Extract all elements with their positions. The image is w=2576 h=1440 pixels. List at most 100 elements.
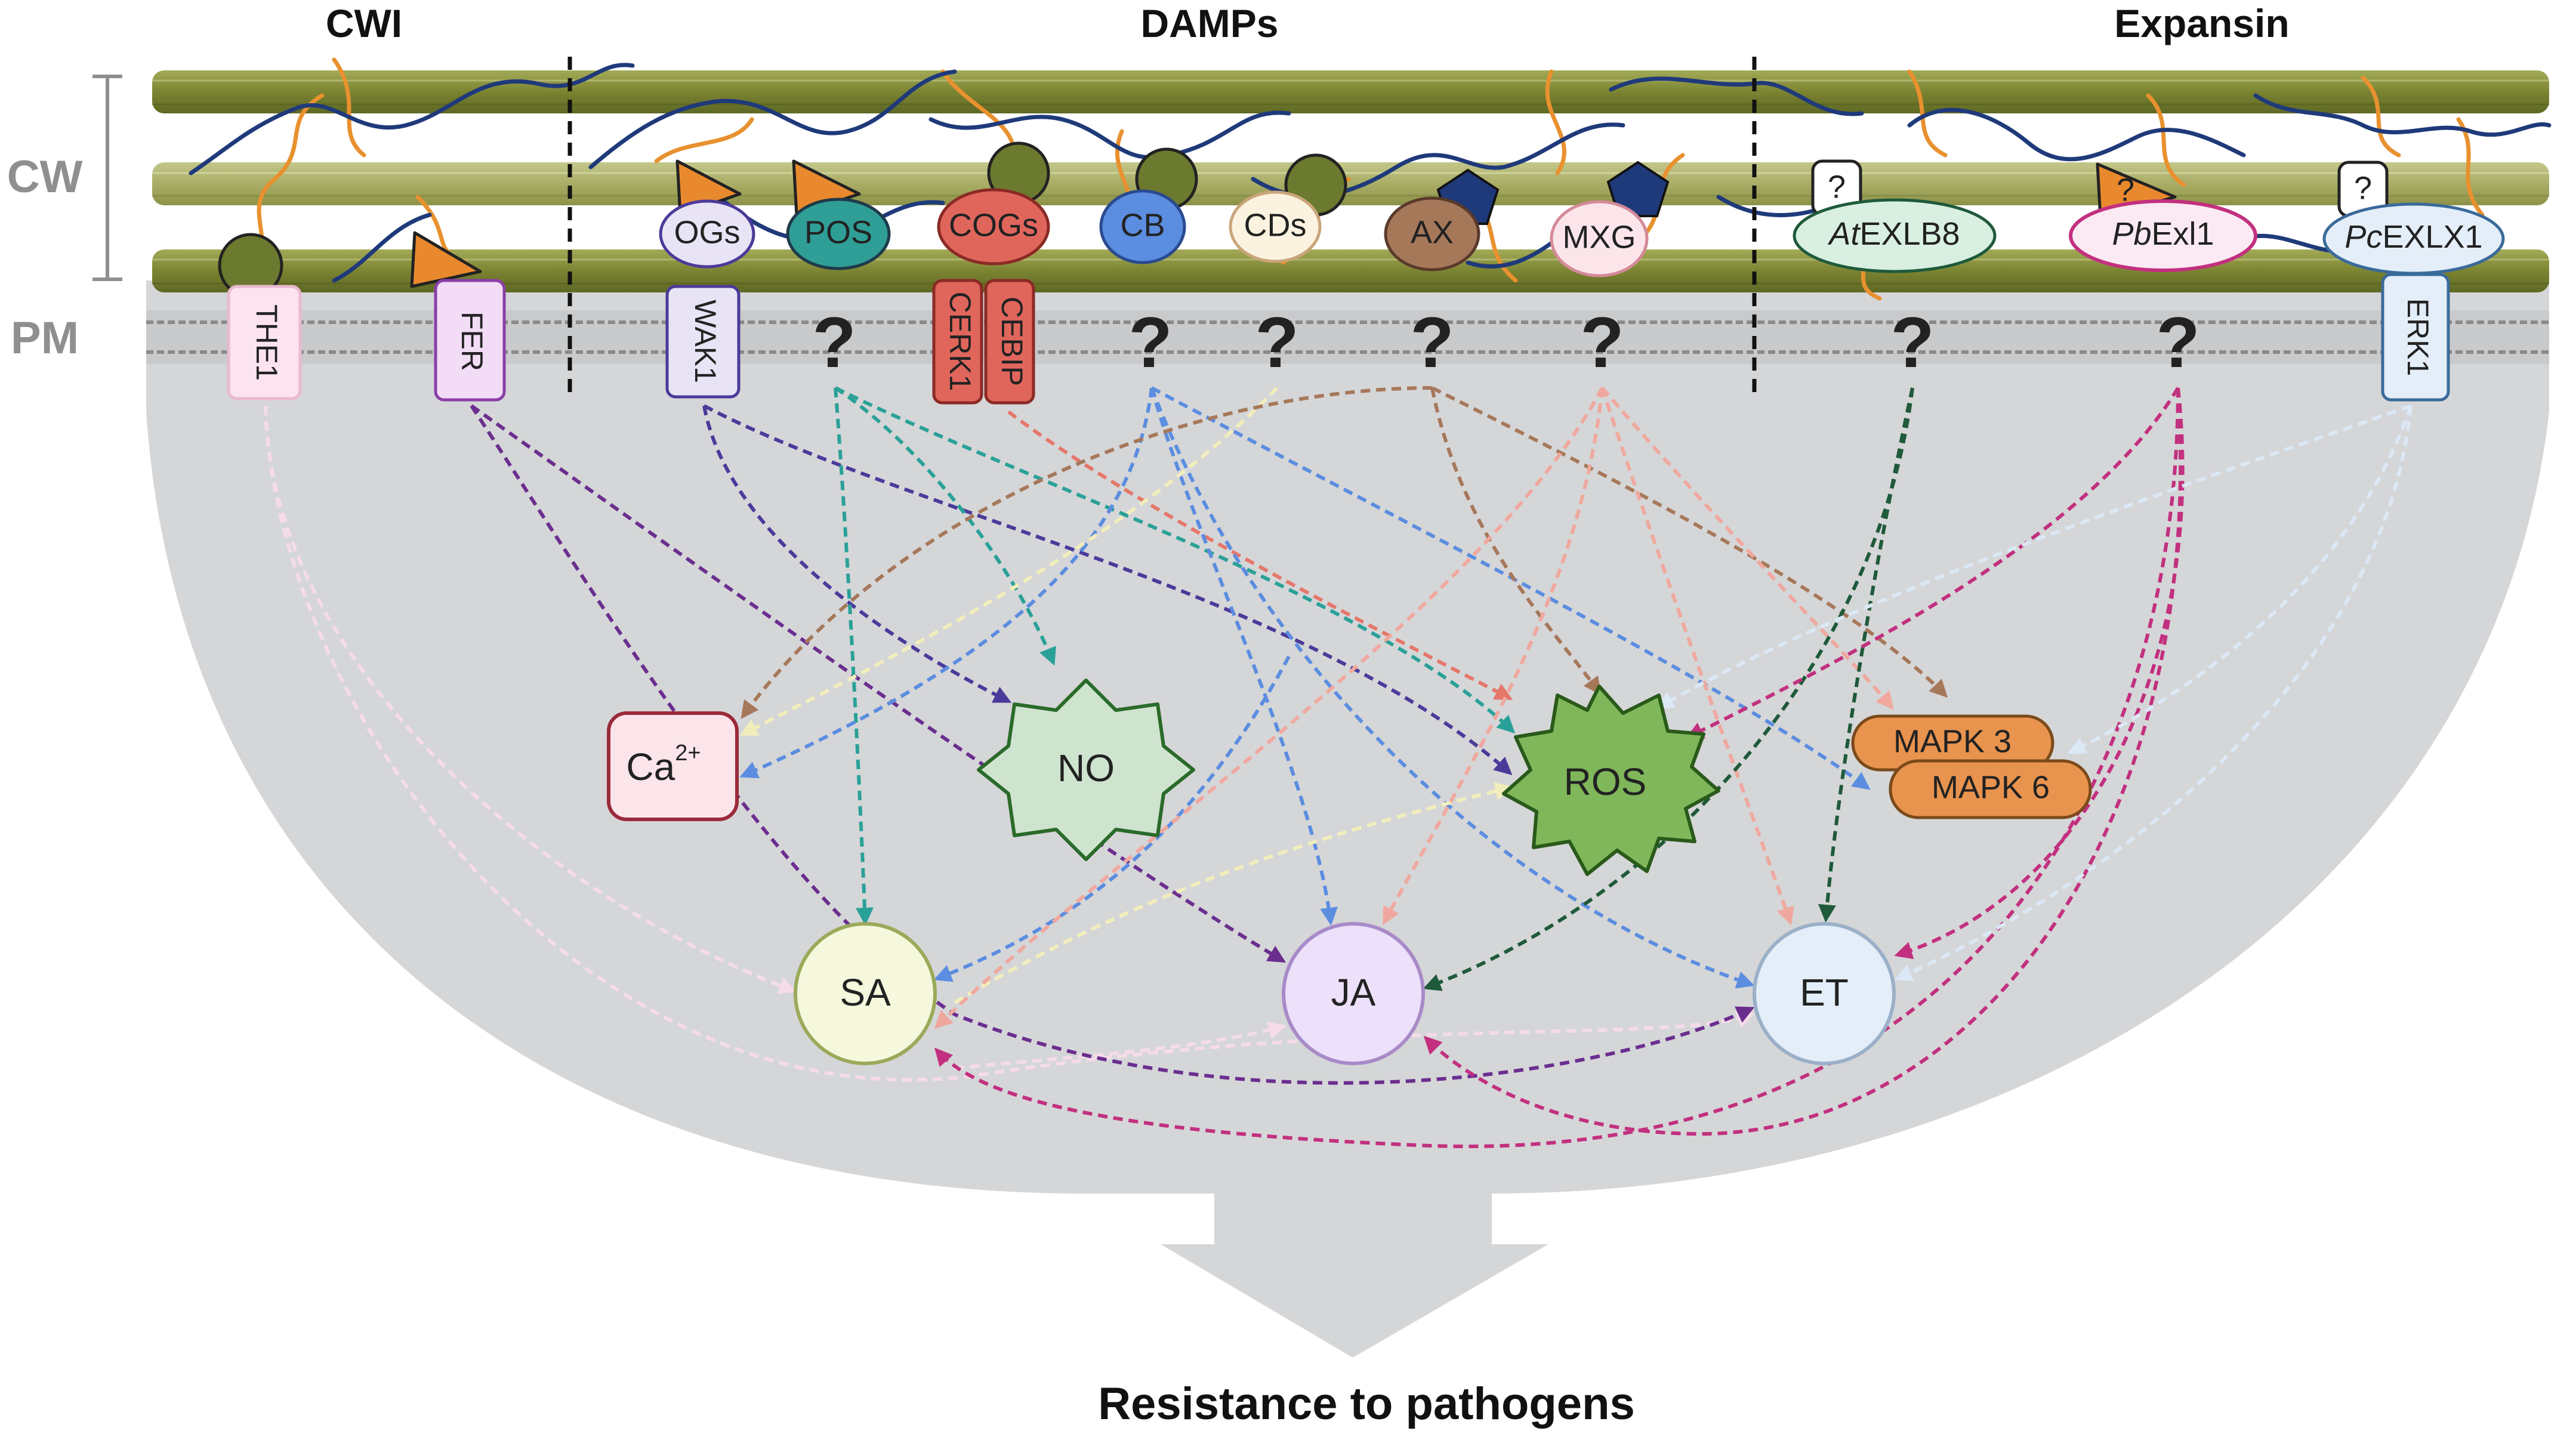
arrow-from-pbexl1 xyxy=(1894,387,2185,960)
arrow-from-ax xyxy=(1431,386,1948,698)
arrow-from-pos xyxy=(834,387,874,926)
mapk6-label: MAPK 6 xyxy=(1932,769,2050,805)
cb-ligand: CB xyxy=(1099,189,1186,264)
arrow-from-the1 xyxy=(954,1021,1287,1070)
calcium-label: Ca2+ xyxy=(626,741,701,788)
plasma-membrane xyxy=(146,310,2549,364)
pcexlx1-label: PcEXLX1 xyxy=(2344,219,2482,255)
arrow-from-cb xyxy=(1150,387,1755,989)
arrow-from-pos xyxy=(834,386,1056,666)
arrow-from-atexlb8 xyxy=(1818,387,1914,923)
mapk6-node: MAPK 6 xyxy=(1889,759,2092,819)
the1-receptor: THE1 xyxy=(227,285,302,400)
arrow-from-cb xyxy=(1150,386,1871,790)
the1-label: THE1 xyxy=(250,304,283,381)
ogs-label: OGs xyxy=(674,214,740,250)
cebip-label: CEBIP xyxy=(995,297,1029,386)
arrow-from-cb xyxy=(739,387,1153,779)
cytoplasm-region xyxy=(146,280,2549,1194)
pos-ligand: POS xyxy=(786,198,891,270)
arrow-from-mxg xyxy=(1600,387,1894,710)
arrow-from-pbexl1 xyxy=(1423,387,2183,1136)
cds-label: CDs xyxy=(1244,207,1307,243)
mapk3-node: MAPK 3 xyxy=(1851,714,2054,772)
atexlb8-ligand: AtEXLB8 xyxy=(1793,198,1997,273)
arrow-from-fer xyxy=(470,404,1287,963)
sa-node: SA xyxy=(794,922,937,1065)
cw-bracket xyxy=(92,75,122,281)
arrow-from-cb xyxy=(933,655,1291,982)
erk1-receptor: ERK1 xyxy=(2381,273,2450,402)
arrow-from-mxg xyxy=(1600,387,1794,926)
arrow-from-the1 xyxy=(264,405,797,994)
wak1-label: WAK1 xyxy=(689,300,722,383)
arrow-from-erk1 xyxy=(1655,404,2411,710)
pcexlx1-ligand: PcEXLX1 xyxy=(2322,202,2505,275)
cds-unknown-receptor: ? xyxy=(1255,303,1298,383)
pcexlx1-label-italic: Pc xyxy=(2344,219,2382,255)
pcexlx1-tag-label: ? xyxy=(2354,170,2372,206)
arrow-from-erk1 xyxy=(2067,405,2413,754)
cw-label: CW xyxy=(7,152,83,202)
ja-node: JA xyxy=(1282,922,1425,1065)
mxg-ligand: MXG xyxy=(1550,200,1649,277)
arrow-from-ogs xyxy=(703,404,1513,775)
pbexl1-unknown-receptor: ? xyxy=(2156,303,2199,383)
arrow-from-cds xyxy=(739,386,1279,736)
pbexl1-label: PbExl1 xyxy=(2112,216,2214,252)
pbexl1-ligand: PbExl1 xyxy=(2069,199,2257,272)
ax-unknown-receptor: ? xyxy=(1410,303,1454,383)
cogs-ligand: COGs xyxy=(937,188,1050,266)
cerk1-receptor: CERK1 xyxy=(932,279,983,405)
mxg-unknown-receptor: ? xyxy=(1580,303,1624,383)
section-title-expansin: Expansin xyxy=(2114,1,2289,45)
wak1-receptor: WAK1 xyxy=(665,285,741,399)
arrow-from-mxg xyxy=(934,387,1604,1029)
mapk3-label: MAPK 3 xyxy=(1893,723,2012,759)
atexlb8-label: AtEXLB8 xyxy=(1827,216,1960,252)
calcium-superscript: 2+ xyxy=(675,741,701,766)
pbexl1-label-rest: Exl1 xyxy=(2152,216,2214,252)
section-title-damps: DAMPs xyxy=(1140,1,1278,45)
pos-label: POS xyxy=(804,214,872,250)
arrow-from-pbexl1 xyxy=(934,387,2180,1148)
atexlb8-tag-label: ? xyxy=(1828,169,1846,205)
arrow-from-cb xyxy=(1150,387,1338,926)
atexlb8-unknown-tag: ? xyxy=(1811,159,1862,217)
arrow-from-cds xyxy=(954,782,1513,1004)
ros-node: ROS xyxy=(1502,684,1720,876)
cds-ligand: CDs xyxy=(1229,190,1322,263)
calcium-base: Ca xyxy=(626,745,675,788)
atexlb8-unknown-receptor: ? xyxy=(1890,303,1934,383)
ax-ligand: AX xyxy=(1384,196,1480,272)
pm-label: PM xyxy=(11,313,79,363)
cerk1-label: CERK1 xyxy=(943,292,977,391)
outcome-label: Resistance to pathogens xyxy=(1098,1379,1635,1429)
arrow-from-fer xyxy=(470,405,1755,1085)
arrow-from-pbexl1 xyxy=(1685,387,2180,739)
arrow-from-the1 xyxy=(264,405,1755,1082)
erk1-label: ERK1 xyxy=(2401,298,2435,377)
ogs-ligand: OGs xyxy=(659,199,755,269)
arrow-from-pos xyxy=(834,386,1516,734)
cb-label: CB xyxy=(1120,207,1165,243)
arrow-from-erk1 xyxy=(1894,405,2413,981)
arrow-from-mxg xyxy=(1383,387,1604,926)
arrow-from-ax xyxy=(741,386,1433,719)
ros-label: ROS xyxy=(1564,760,1647,803)
arrow-from-ogs xyxy=(702,405,1012,703)
pcexlx1-unknown-tag: ? xyxy=(2337,161,2389,218)
atexlb8-label-italic: At xyxy=(1827,216,1861,252)
arrow-from-cogs xyxy=(1007,410,1513,700)
cb-unknown-receptor: ? xyxy=(1128,303,1172,383)
fer-receptor: FER xyxy=(434,279,506,402)
ja-label: JA xyxy=(1331,971,1376,1014)
pcexlx1-label-rest: EXLX1 xyxy=(2382,219,2482,255)
cebip-receptor: CEBIP xyxy=(984,279,1035,405)
sa-label: SA xyxy=(840,971,891,1014)
calcium-node: Ca2+ xyxy=(607,711,739,821)
arrow-from-atexlb8 xyxy=(1423,387,1914,991)
section-title-cwi: CWI xyxy=(326,1,402,45)
et-node: ET xyxy=(1753,922,1896,1065)
